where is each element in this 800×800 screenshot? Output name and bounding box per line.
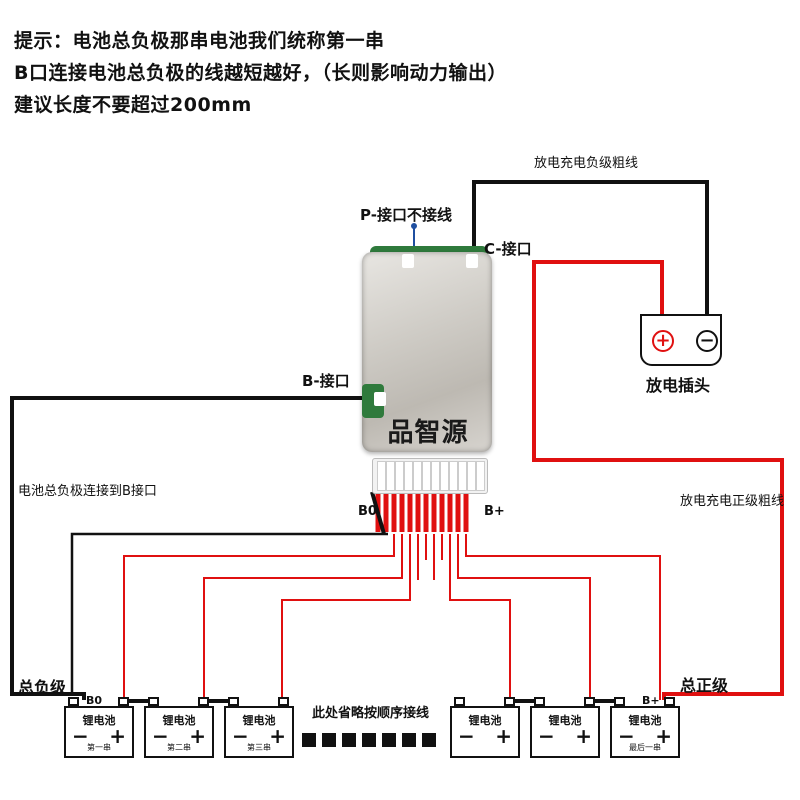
battery-2-pos-terminal xyxy=(198,697,209,706)
battery-index: 最后一串 xyxy=(629,743,661,752)
battery-4: 锂电池 − + xyxy=(450,706,520,758)
b-port-pad xyxy=(374,392,386,406)
plus-sign: + xyxy=(109,724,126,748)
b0-pin-label: B0 xyxy=(358,504,377,519)
ellipsis-dot xyxy=(302,733,316,747)
battery-4-pos-terminal xyxy=(504,697,515,706)
battery-name: 锂电池 xyxy=(628,714,662,727)
plug-label: 放电插头 xyxy=(646,376,711,395)
battery-3: 锂电池 − + 第三串 xyxy=(224,706,294,758)
plus-sign: + xyxy=(575,724,592,748)
battery-name: 锂电池 xyxy=(162,714,196,727)
hint-line-3: 建议长度不要超过200mm xyxy=(14,94,252,116)
battery-index: 第三串 xyxy=(247,743,271,752)
battery-1: 锂电池 − + 第一串 xyxy=(64,706,134,758)
brand-label: 品智源 xyxy=(387,418,469,448)
plus-sign: + xyxy=(189,724,206,748)
ellipsis-dot xyxy=(322,733,336,747)
ellipsis-dot xyxy=(422,733,436,747)
negative-thick-label: 放电充电负级粗线 xyxy=(534,156,639,171)
omitted-note: 此处省略按顺序接线 xyxy=(312,706,430,721)
total-negative-label: 总负级 xyxy=(18,678,67,697)
battery-6-neg-terminal xyxy=(614,697,625,706)
discharge-plug: + − xyxy=(640,314,722,366)
battery-name: 锂电池 xyxy=(468,714,502,727)
battery-6-terminal-label: B+ xyxy=(642,694,660,707)
battery-1-terminal-label: B0 xyxy=(86,694,103,707)
b-port-label: B-接口 xyxy=(302,372,350,390)
minus-sign: − xyxy=(232,724,249,748)
battery-5-pos-terminal xyxy=(584,697,595,706)
minus-sign: − xyxy=(618,724,635,748)
hint-line-2: B口连接电池总负极的线越短越好，（长则影响动力输出） xyxy=(14,62,507,84)
battery-3-pos-terminal xyxy=(278,697,289,706)
plus-sign: + xyxy=(495,724,512,748)
b0-harness-wire xyxy=(370,491,386,535)
plus-sign: + xyxy=(655,724,672,748)
p-port-marker-dot xyxy=(411,223,417,229)
b-plus-pin-label: B+ xyxy=(484,504,505,519)
minus-sign: − xyxy=(458,724,475,748)
hint-line-1: 提示：电池总负极那串电池我们统称第一串 xyxy=(14,30,385,52)
battery-2-neg-terminal xyxy=(148,697,159,706)
minus-sign: − xyxy=(538,724,555,748)
positive-thick-wire xyxy=(532,260,784,700)
negative-thick-wire xyxy=(472,180,709,330)
plug-minus-icon: − xyxy=(696,330,718,352)
balance-harness xyxy=(375,492,469,532)
battery-6-pos-terminal xyxy=(664,697,675,706)
positive-thick-label: 放电充电正级粗线 xyxy=(680,494,785,509)
battery-1-pos-terminal xyxy=(118,697,129,706)
ellipsis-dot xyxy=(362,733,376,747)
p-port-pad xyxy=(402,254,414,268)
battery-5-neg-terminal xyxy=(534,697,545,706)
plug-plus-icon: + xyxy=(652,330,674,352)
battery-5: 锂电池 − + xyxy=(530,706,600,758)
bms-board xyxy=(362,252,492,452)
battery-1-neg-terminal xyxy=(68,697,79,706)
plus-sign: + xyxy=(269,724,286,748)
balance-connector xyxy=(372,458,488,494)
battery-name: 锂电池 xyxy=(548,714,582,727)
c-port-pad xyxy=(466,254,478,268)
battery-4-neg-terminal xyxy=(454,697,465,706)
total-negative-to-b-label: 电池总负极连接到B接口 xyxy=(18,484,157,499)
ellipsis-dot xyxy=(382,733,396,747)
battery-index: 第二串 xyxy=(167,743,191,752)
minus-sign: − xyxy=(152,724,169,748)
battery-6: 锂电池 − + 最后一串 xyxy=(610,706,680,758)
balance-thin-wires xyxy=(123,534,661,700)
b0-thin-wire xyxy=(70,532,388,696)
c-port-label: C-接口 xyxy=(484,240,532,258)
ellipsis-dot xyxy=(402,733,416,747)
battery-name: 锂电池 xyxy=(242,714,276,727)
ellipsis-dot xyxy=(342,733,356,747)
battery-index: 第一串 xyxy=(87,743,111,752)
total-positive-label: 总正级 xyxy=(680,676,729,695)
b-port-wire xyxy=(10,396,382,700)
battery-2: 锂电池 − + 第二串 xyxy=(144,706,214,758)
p-port-label: P-接口不接线 xyxy=(360,206,452,224)
battery-3-neg-terminal xyxy=(228,697,239,706)
battery-name: 锂电池 xyxy=(82,714,116,727)
minus-sign: − xyxy=(72,724,89,748)
